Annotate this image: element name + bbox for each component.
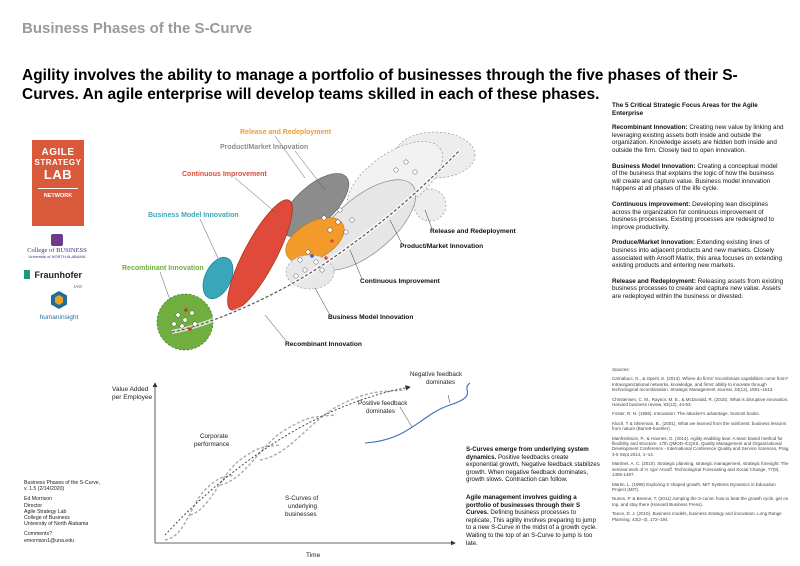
humaninsight-logo: humaninsight — [24, 290, 94, 321]
sources-list: Sources: Carnabuci, G., & Operti, E. (20… — [612, 367, 790, 526]
s-curve-2 — [189, 444, 281, 516]
y-axis-label-2: per Employee — [112, 394, 152, 401]
source-item: Manfredsson, P., & Hannes, G. (2014). Ag… — [612, 435, 790, 457]
college-of-business-logo: College of BUSINESS University of NORTH … — [22, 234, 92, 259]
feedback-curve — [364, 382, 470, 444]
node-cluster-color — [310, 239, 334, 260]
corporate-label-1: Corporate — [200, 433, 228, 440]
s-curve-chart: Value Added per Employee Time Corporate … — [112, 371, 470, 559]
negative-feedback-pointer — [447, 394, 451, 404]
source-item: Carnabuci, G., & Operti, E. (2013). Wher… — [612, 376, 789, 393]
logo-word-lab: LAB — [43, 167, 73, 182]
logo-word-strategy: STRATEGY — [34, 158, 82, 167]
node-cluster-center — [293, 159, 418, 279]
track-line — [171, 149, 461, 333]
label-top-product: Product/Market Innovation — [220, 144, 308, 151]
label-top-bmi: Business Model Innovation — [148, 212, 239, 219]
negative-feedback-label-2: dominates — [426, 379, 455, 386]
focus-item: Business Model Innovation: Creating a co… — [612, 162, 778, 193]
blue-blob — [202, 256, 234, 300]
label-bottom-product: Product/Market Innovation — [400, 243, 483, 250]
positive-feedback-pointer — [399, 406, 413, 428]
scurves-label-1: S-Curves of — [285, 495, 318, 502]
fraunhofer-mark-icon — [24, 270, 30, 280]
logo-word-network: NETWORK — [43, 193, 73, 199]
focus-item: Recombinant Innovation: Creating new val… — [612, 124, 784, 154]
focus-item: Release and Redeployment: Releasing asse… — [612, 277, 784, 300]
label-bottom-recombinant: Recombinant Innovation — [285, 341, 362, 348]
label-bottom-bmi: Business Model Innovation — [328, 314, 413, 321]
y-axis-label-1: Value Added — [112, 386, 149, 393]
positive-feedback-label-1: Positive feedback — [358, 400, 408, 407]
label-top-recombinant: Recombinant Innovation — [122, 265, 204, 272]
headline: Agility involves the ability to manage a… — [22, 67, 738, 103]
source-item: Foster, R. N. (1986). Innovation: The at… — [612, 411, 760, 417]
source-item: Teece, D. J. (2010). Business models, bu… — [612, 511, 782, 522]
scurves-label-3: businesses — [285, 511, 317, 518]
focus-heading: The 5 Critical Strategic Focus Areas for… — [612, 102, 758, 117]
positive-feedback-label-2: dominates — [366, 408, 395, 415]
system-dynamics-statement: S-Curves emerge from underlying system d… — [466, 446, 600, 484]
slide-title: Business Phases of the S-Curve — [22, 20, 253, 37]
source-item: Kluch, T & Shireman, B., (2001), What we… — [612, 420, 787, 432]
college-seal-icon — [51, 234, 63, 246]
negative-feedback-label-1: Negative feedback — [410, 371, 463, 378]
focus-item: Produce/Market Innovation: Extending exi… — [612, 239, 782, 270]
credits-block: Business Phases of the S-Curve, v. 1.5 (… — [24, 480, 134, 544]
source-item: Nunes, P. & Breene, T. (2011) Jumping th… — [612, 496, 789, 507]
agile-management-statement: Agile management involves guiding a port… — [466, 494, 598, 547]
red-blob — [227, 199, 293, 311]
source-item: Martin, L. (1996) Exploring S shaped gro… — [612, 481, 776, 492]
focus-item: Continuous improvement: Developing lean … — [612, 200, 775, 231]
humaninsight-mark-icon — [51, 291, 67, 309]
logo-word-agile: AGILE — [41, 147, 75, 158]
label-bottom-release: Release and Redeployment — [430, 228, 517, 235]
label-top-release: Release and Redeployment — [240, 129, 332, 136]
contact-email[interactable]: emorrison1@una.edu — [24, 537, 74, 544]
source-item: Christensen, C. M., Raynor, M. E., & McD… — [612, 396, 789, 408]
x-axis-label: Time — [306, 552, 321, 559]
s-curve-4 — [259, 389, 406, 461]
corporate-performance-line — [164, 385, 411, 536]
agile-strategy-lab-logo: AGILE STRATEGY LAB NETWORK — [32, 140, 84, 226]
label-top-continuous: Continuous Improvement — [182, 171, 267, 178]
fraunhofer-logo: Fraunhofer IAO — [24, 266, 94, 289]
scurves-label-2: underlying — [288, 503, 318, 510]
s-curve-3 — [219, 414, 336, 486]
focus-areas-panel: The 5 Critical Strategic Focus Areas for… — [612, 102, 784, 308]
sources-heading: Sources: — [612, 367, 630, 372]
label-bottom-continuous: Continuous Improvement — [360, 278, 441, 285]
corporate-label-2: performance — [194, 441, 230, 448]
node-cluster-green — [171, 310, 198, 329]
phases-diagram: Release and Redeployment Product/Market … — [122, 129, 517, 351]
s-curve-1 — [164, 474, 236, 541]
node-cluster-red — [184, 308, 192, 331]
source-item: Martinet, A. C. (2010). Strategic planni… — [612, 461, 789, 478]
